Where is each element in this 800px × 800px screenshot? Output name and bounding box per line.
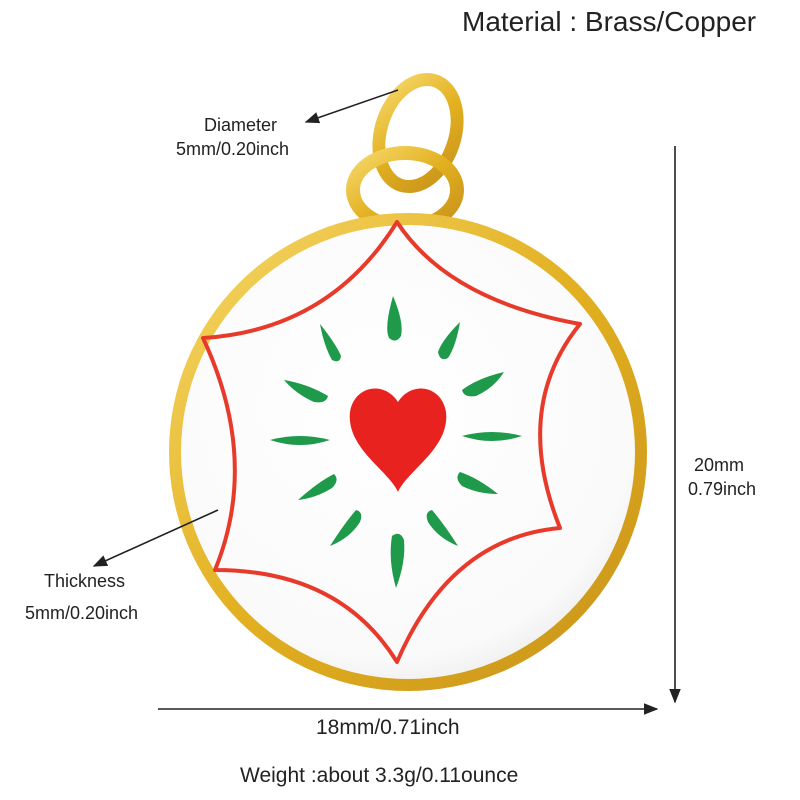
width-label: 18mm/0.71inch	[316, 716, 460, 739]
diameter-value: 5mm/0.20inch	[176, 139, 290, 159]
thickness-value: 5mm/0.20inch	[25, 603, 139, 623]
weight-label: Weight :about 3.3g/0.11ounce	[240, 764, 519, 787]
heart-icon	[349, 388, 447, 492]
green-rays	[270, 296, 522, 588]
height-mm-label: 20mm	[694, 455, 745, 475]
thickness-arrow	[92, 509, 219, 567]
jump-ring	[346, 72, 464, 234]
height-inch-label: 0.79inch	[688, 479, 757, 499]
material-label: Material : Brass/Copper	[462, 6, 757, 37]
star-outline	[201, 220, 582, 664]
diameter-title: Diameter	[204, 115, 278, 135]
thickness-title: Thickness	[44, 571, 126, 591]
diameter-arrow	[304, 89, 399, 124]
annotation-arrows	[92, 89, 681, 715]
